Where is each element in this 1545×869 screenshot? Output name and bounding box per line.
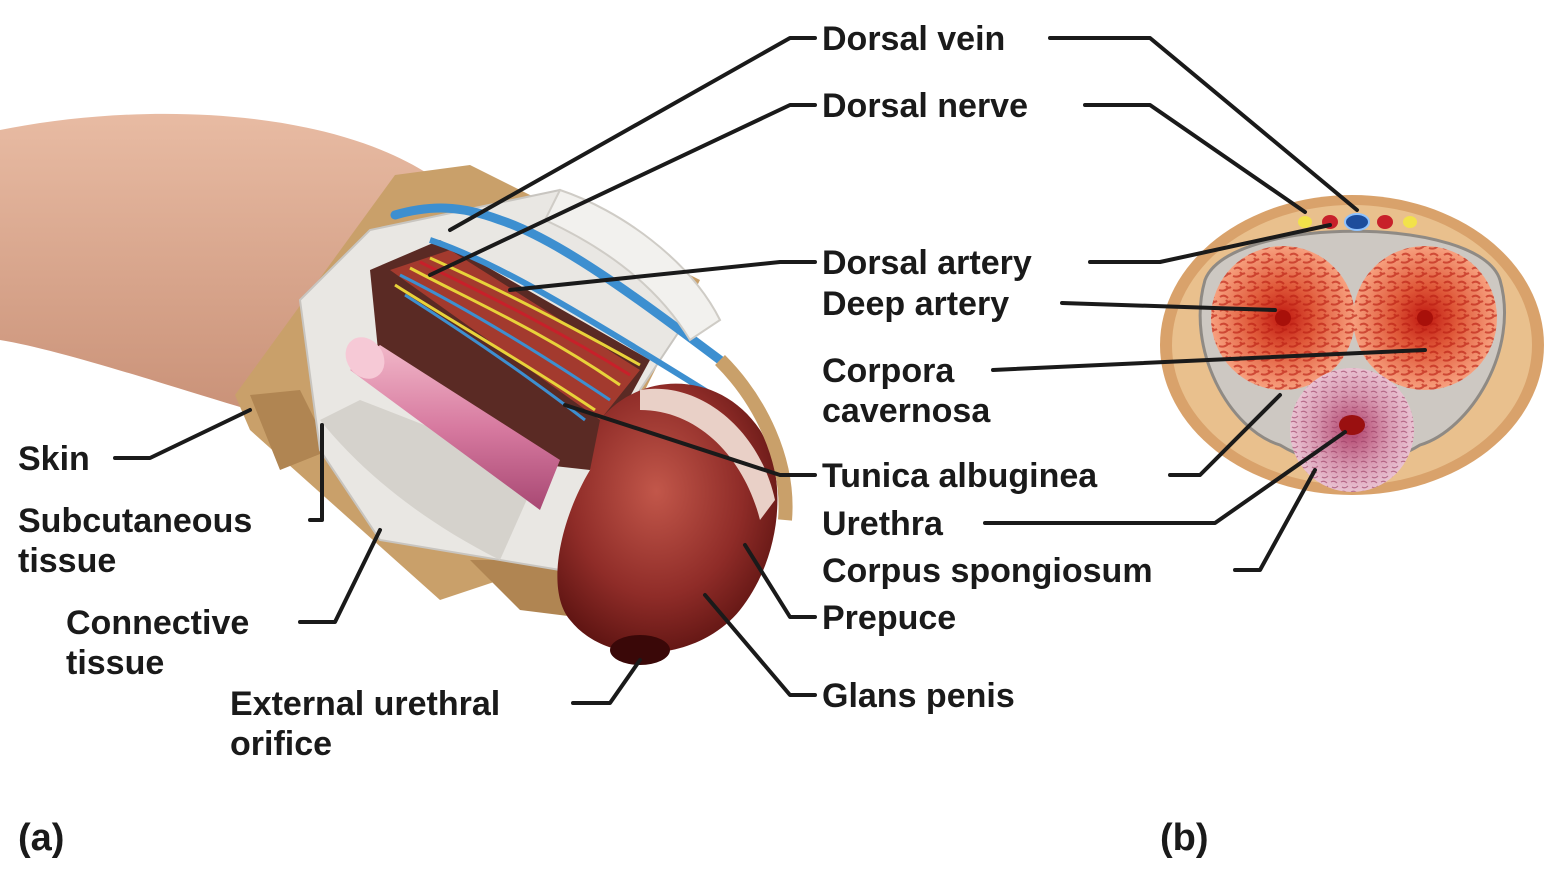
label-tunica-albuginea: Tunica albuginea (822, 457, 1098, 495)
label-dorsal-nerve: Dorsal nerve (822, 87, 1028, 125)
panel-label-a: (a) (18, 817, 64, 859)
label-glans-penis: Glans penis (822, 677, 1015, 715)
cross-dorsal-artery-right (1377, 215, 1393, 229)
label-external-urethral-line2: orifice (230, 725, 332, 763)
label-external-urethral-line1: External urethral (230, 685, 500, 723)
label-prepuce: Prepuce (822, 599, 956, 637)
label-corpora-cavernosa-line1: Corpora (822, 352, 955, 390)
label-connective-line1: Connective (66, 604, 249, 642)
label-skin: Skin (18, 440, 90, 478)
longitudinal-view (0, 114, 786, 665)
label-subcutaneous-line1: Subcutaneous (18, 502, 252, 540)
cross-dorsal-vein (1345, 214, 1369, 230)
label-corpus-spongiosum: Corpus spongiosum (822, 552, 1153, 590)
label-dorsal-vein: Dorsal vein (822, 20, 1005, 58)
left-deep-artery (1275, 310, 1291, 326)
cross-dorsal-nerve-left (1298, 216, 1312, 228)
label-deep-artery: Deep artery (822, 285, 1009, 323)
label-dorsal-artery: Dorsal artery (822, 244, 1032, 282)
cross-dorsal-nerve-right (1403, 216, 1417, 228)
right-deep-artery (1417, 310, 1433, 326)
panel-label-b: (b) (1160, 817, 1209, 859)
label-urethra: Urethra (822, 505, 944, 543)
cross-section-view (1160, 195, 1544, 495)
label-subcutaneous-line2: tissue (18, 542, 116, 580)
label-connective-line2: tissue (66, 644, 164, 682)
label-corpora-cavernosa-line2: cavernosa (822, 392, 991, 430)
